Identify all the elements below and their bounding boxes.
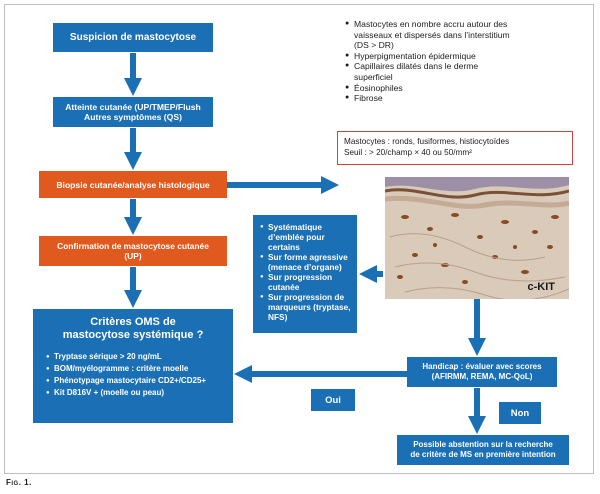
criteres-item: Tryptase sérique > 20 ng/mL [46, 351, 230, 363]
histology-note: Éosinophiles [345, 83, 515, 94]
indications-item: Sur forme agressive (menace d’organe) [260, 252, 352, 272]
mastocytes-line2: Seuil : > 20/champ × 40 ou 50/mm² [344, 148, 472, 157]
mastocytes-box: Mastocytes : ronds, fusiformes, histiocy… [337, 131, 573, 165]
node-criteres-title-line1: Critères OMS de [90, 316, 176, 328]
node-atteinte-line1: Atteinte cutanée (UP/TMEP/Flush [65, 101, 201, 112]
histology-note: Hyperpigmentation épidermique [345, 51, 515, 62]
node-suspicion: Suspicion de mastocytose [53, 23, 213, 52]
histology-image-label: c-KIT [527, 281, 556, 293]
node-biopsie-label: Biopsie cutanée/analyse histologique [56, 179, 210, 190]
node-abstention: Possible abstention sur la recherche de … [397, 435, 569, 465]
indications-item: Sur progression de marqueurs (tryptase, … [260, 292, 352, 322]
histology-image: c-KIT [385, 177, 569, 299]
node-oui: Oui [311, 389, 355, 411]
node-criteres-title-line2: mastocytose systémique ? [62, 329, 204, 341]
criteres-list: Tryptase sérique > 20 ng/mL BOM/myélogra… [46, 351, 230, 399]
node-handicap: Handicap : évaluer avec scores (AFIRMM, … [407, 357, 557, 387]
histology-note: Capillaires dilatés dans le derme superf… [345, 61, 515, 82]
criteres-item: BOM/myélogramme : critère moelle [46, 363, 230, 375]
node-non-label: Non [510, 407, 530, 419]
figure-caption: Fig. 1. [6, 478, 32, 487]
node-suspicion-label: Suspicion de mastocytose [69, 32, 197, 43]
node-criteres: Critères OMS de mastocytose systémique ?… [33, 309, 233, 423]
node-confirmation-line1: Confirmation de mastocytose cutanée [57, 240, 209, 251]
node-non: Non [499, 402, 541, 424]
mastocytes-line1: Mastocytes : ronds, fusiformes, histiocy… [344, 137, 510, 146]
histology-note: Fibrose [345, 93, 515, 104]
node-abstention-line2: de critère de MS en première intention [410, 450, 556, 459]
criteres-item: Phénotypage mastocytaire CD2+/CD25+ [46, 375, 230, 387]
histology-note: Mastocytes en nombre accru autour des va… [345, 19, 515, 51]
indications-list: Systématique d’emblée pour certains Sur … [260, 222, 352, 322]
indications-item: Systématique d’emblée pour certains [260, 222, 352, 252]
indications-item: Sur progression cutanée [260, 272, 352, 292]
node-indications: Systématique d’emblée pour certains Sur … [253, 215, 357, 333]
node-atteinte-line2: Autres symptômes (QS) [84, 112, 182, 122]
criteres-item: Kit D816V + (moelle ou peau) [46, 387, 230, 399]
node-oui-label: Oui [325, 394, 341, 406]
node-handicap-line1: Handicap : évaluer avec scores [422, 361, 542, 371]
histology-notes: Mastocytes en nombre accru autour des va… [345, 19, 515, 104]
node-biopsie: Biopsie cutanée/analyse histologique [39, 171, 227, 198]
node-abstention-line1: Possible abstention sur la recherche [413, 439, 553, 449]
node-handicap-line2: (AFIRMM, REMA, MC-QoL) [431, 372, 533, 381]
node-atteinte: Atteinte cutanée (UP/TMEP/Flush Autres s… [53, 97, 213, 127]
figure-frame: Suspicion de mastocytose Atteinte cutané… [4, 4, 594, 474]
histology-image-drawing [385, 177, 569, 299]
node-confirmation-line2: (UP) [124, 251, 142, 261]
node-confirmation: Confirmation de mastocytose cutanée (UP) [39, 236, 227, 266]
